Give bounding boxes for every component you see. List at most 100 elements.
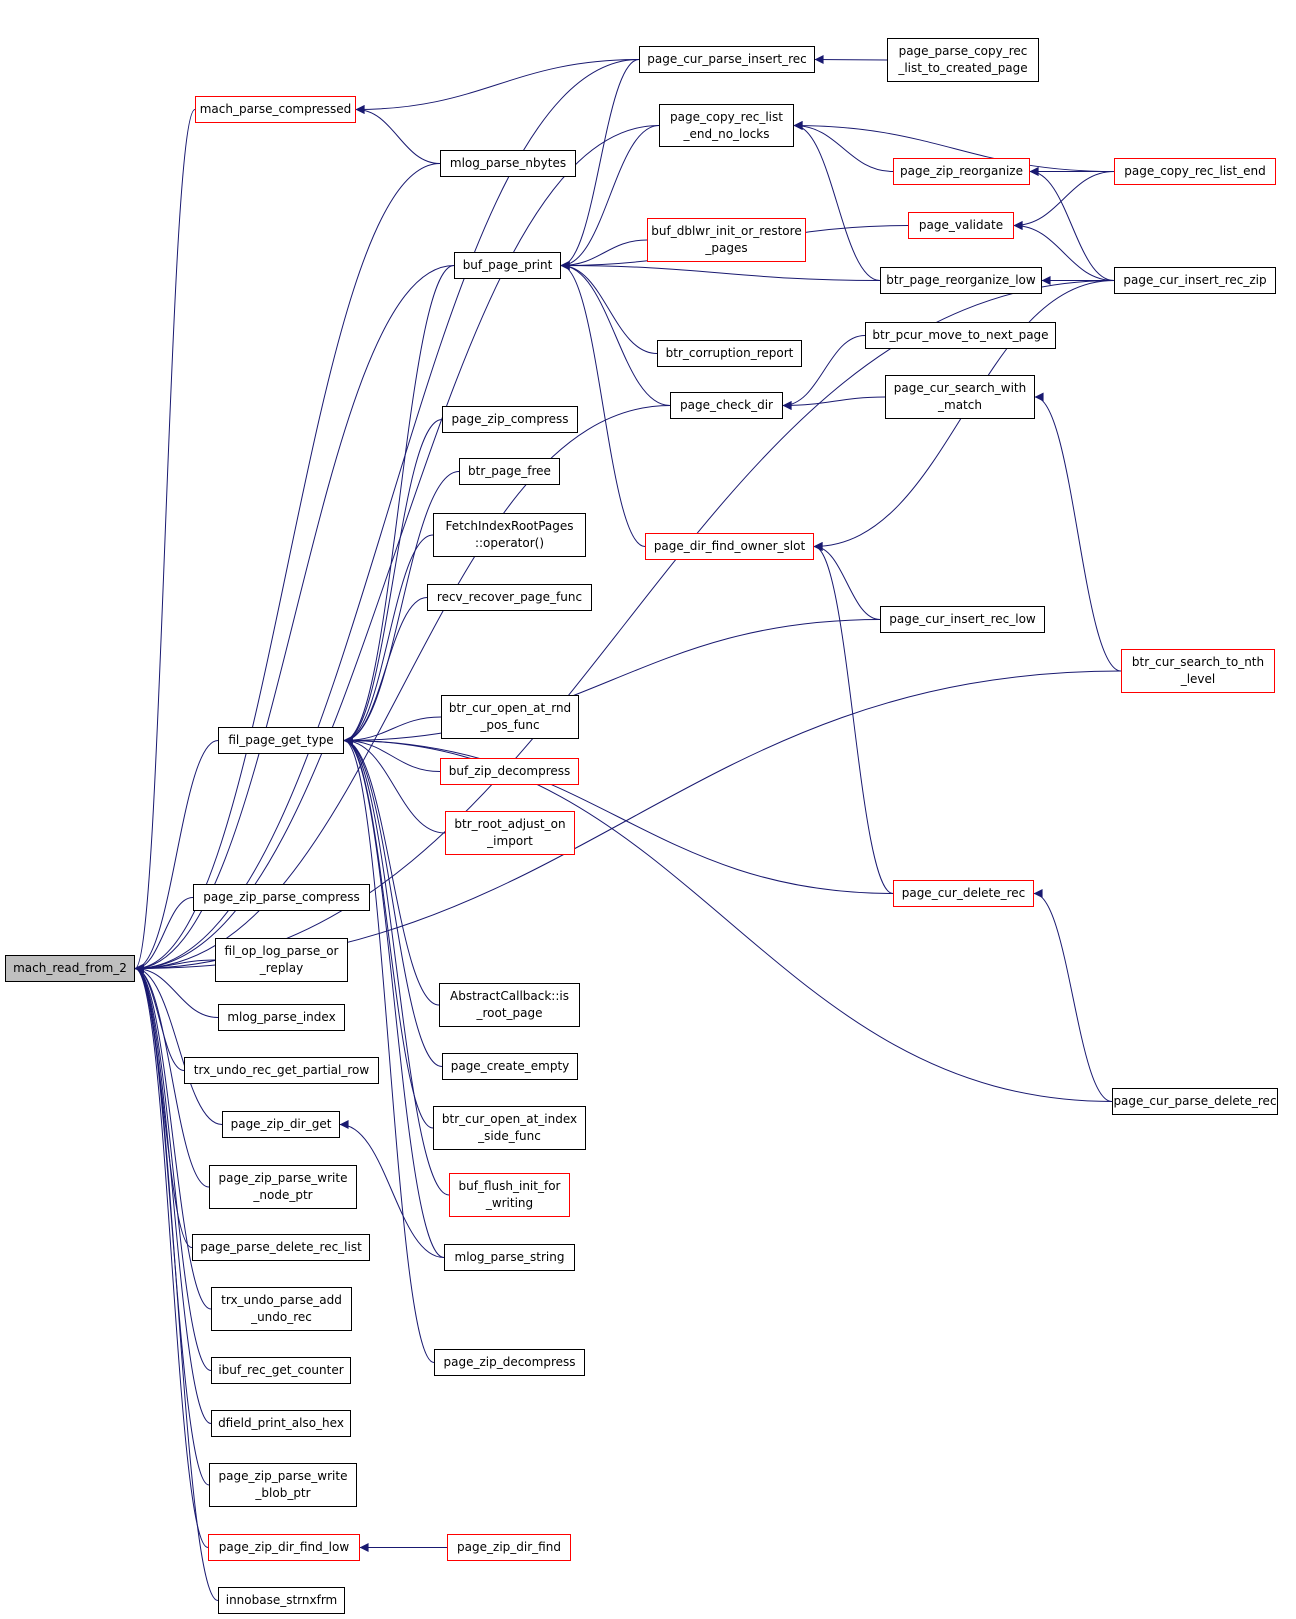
edge-page-cur-insert-rec-low-to-page-dir-find-owner-slot <box>813 542 881 620</box>
node-page-create-empty[interactable]: page_create_empty <box>442 1053 578 1080</box>
edge-page-cur-parse-insert-rec-to-mach-read-from-2 <box>134 59 640 973</box>
node-page-dir-find-owner-slot[interactable]: page_dir_find_owner_slot <box>645 533 814 560</box>
node-btr-cur-search-to-nth-level[interactable]: btr_cur_search_to_nth _level <box>1121 649 1275 693</box>
node-page-zip-dir-get[interactable]: page_zip_dir_get <box>222 1111 340 1138</box>
node-buf-flush-init-for-writing[interactable]: buf_flush_init_for _writing <box>449 1173 570 1217</box>
edge-page-cur-parse-insert-rec-to-mach-parse-compressed <box>355 59 640 114</box>
edge-innobase-strnxfrm-to-mach-read-from-2 <box>134 964 219 1601</box>
node-innobase-strnxfrm[interactable]: innobase_strnxfrm <box>218 1587 345 1614</box>
edge-btr-cur-search-to-nth-level-to-page-cur-search-with-match <box>1034 392 1122 672</box>
edge-page-zip-reorganize-to-page-copy-rec-list-end-no-locks <box>793 121 894 172</box>
edge-recv-recover-page-func-to-fil-page-get-type <box>343 597 428 745</box>
node-page-cur-search-with-match[interactable]: page_cur_search_with _match <box>885 375 1035 419</box>
edge-page-cur-delete-rec-to-fil-page-get-type <box>343 736 894 894</box>
node-page-parse-delete-rec-list[interactable]: page_parse_delete_rec_list <box>192 1234 370 1261</box>
node-buf-page-print[interactable]: buf_page_print <box>454 252 561 279</box>
edge-page-copy-rec-list-end-no-locks-to-buf-page-print <box>560 125 660 270</box>
node-page-zip-compress[interactable]: page_zip_compress <box>442 406 578 433</box>
edge-mlog-parse-string-to-fil-page-get-type <box>343 736 445 1258</box>
node-mlog-parse-string[interactable]: mlog_parse_string <box>444 1244 575 1271</box>
edge-btr-cur-search-to-nth-level-to-mach-read-from-2 <box>134 670 1122 973</box>
edge-page-cur-insert-rec-zip-to-page-zip-reorganize <box>1029 167 1115 281</box>
node-btr-page-free[interactable]: btr_page_free <box>459 458 560 485</box>
node-buf-dblwr-init[interactable]: buf_dblwr_init_or_restore _pages <box>647 218 806 262</box>
edge-fetch-index-root-pages-to-fil-page-get-type <box>343 534 434 745</box>
edge-abstract-callback-is-root-page-to-fil-page-get-type <box>343 736 440 1006</box>
edge-btr-pcur-move-to-next-page-to-page-check-dir <box>782 335 866 410</box>
edge-page-zip-decompress-to-fil-page-get-type <box>343 736 435 1363</box>
edge-buf-zip-decompress-to-fil-page-get-type <box>343 736 441 772</box>
node-fil-page-get-type[interactable]: fil_page_get_type <box>218 727 344 754</box>
node-page-cur-parse-delete-rec[interactable]: page_cur_parse_delete_rec <box>1112 1088 1278 1115</box>
node-btr-page-reorganize-low[interactable]: btr_page_reorganize_low <box>880 267 1042 294</box>
node-page-cur-delete-rec[interactable]: page_cur_delete_rec <box>893 880 1034 907</box>
edge-page-copy-rec-list-end-to-page-validate <box>1013 171 1115 230</box>
edge-page-zip-dir-get-to-mach-read-from-2 <box>134 964 223 1125</box>
edge-page-zip-dir-find-low-to-mach-read-from-2 <box>134 964 209 1548</box>
edge-btr-page-reorganize-low-to-page-copy-rec-list-end-no-locks <box>793 121 881 281</box>
edge-page-check-dir-to-buf-page-print <box>560 261 671 406</box>
edge-page-cur-parse-delete-rec-to-page-cur-delete-rec <box>1033 889 1113 1102</box>
node-buf-zip-decompress[interactable]: buf_zip_decompress <box>440 758 579 785</box>
edge-mlog-parse-index-to-mach-read-from-2 <box>134 964 219 1018</box>
edge-mlog-parse-string-to-page-zip-dir-get <box>339 1120 445 1258</box>
node-fil-op-log-parse-or-replay[interactable]: fil_op_log_parse_or _replay <box>215 938 348 982</box>
node-mach-read-from-2[interactable]: mach_read_from_2 <box>5 955 135 982</box>
edge-mlog-parse-nbytes-to-mach-parse-compressed <box>355 105 441 164</box>
node-page-check-dir[interactable]: page_check_dir <box>670 392 783 419</box>
edge-mach-parse-compressed-to-mach-read-from-2 <box>134 109 196 973</box>
edge-page-zip-compress-to-fil-page-get-type <box>343 419 443 745</box>
edge-mlog-parse-nbytes-to-mach-read-from-2 <box>134 163 441 973</box>
node-mlog-parse-index[interactable]: mlog_parse_index <box>218 1004 345 1031</box>
node-page-zip-reorganize[interactable]: page_zip_reorganize <box>893 158 1030 185</box>
edge-page-cur-search-with-match-to-page-check-dir <box>782 396 886 410</box>
node-btr-cur-open-at-rnd-pos-func[interactable]: btr_cur_open_at_rnd _pos_func <box>441 695 579 739</box>
node-page-copy-rec-list-end[interactable]: page_copy_rec_list_end <box>1114 158 1276 185</box>
node-btr-root-adjust-on-import[interactable]: btr_root_adjust_on _import <box>445 811 575 855</box>
edge-btr-corruption-report-to-buf-page-print <box>560 261 658 354</box>
node-ibuf-rec-get-counter[interactable]: ibuf_rec_get_counter <box>211 1357 351 1384</box>
edge-page-copy-rec-list-end-to-page-copy-rec-list-end-no-locks <box>793 121 1115 172</box>
node-page-cur-insert-rec-low[interactable]: page_cur_insert_rec_low <box>880 606 1045 633</box>
node-trx-undo-parse-add-undo-rec[interactable]: trx_undo_parse_add _undo_rec <box>211 1287 352 1331</box>
node-fetch-index-root-pages[interactable]: FetchIndexRootPages ::operator() <box>433 513 586 557</box>
node-trx-undo-rec-get-partial-row[interactable]: trx_undo_rec_get_partial_row <box>184 1057 379 1084</box>
node-btr-corruption-report[interactable]: btr_corruption_report <box>657 340 802 367</box>
edge-page-zip-parse-write-node-ptr-to-mach-read-from-2 <box>134 964 210 1188</box>
node-mlog-parse-nbytes[interactable]: mlog_parse_nbytes <box>440 150 576 177</box>
edge-page-cur-parse-insert-rec-to-buf-page-print <box>560 59 640 270</box>
edge-dfield-print-also-hex-to-mach-read-from-2 <box>134 964 212 1424</box>
node-mach-parse-compressed[interactable]: mach_parse_compressed <box>195 96 356 123</box>
edge-buf-dblwr-init-to-buf-page-print <box>560 239 648 270</box>
node-page-cur-insert-rec-zip[interactable]: page_cur_insert_rec_zip <box>1114 267 1276 294</box>
node-dfield-print-also-hex[interactable]: dfield_print_also_hex <box>211 1410 351 1437</box>
edge-page-cur-insert-rec-low-to-fil-page-get-type <box>343 619 881 745</box>
node-page-validate[interactable]: page_validate <box>908 212 1014 239</box>
node-page-zip-dir-find-low[interactable]: page_zip_dir_find_low <box>208 1534 360 1561</box>
edge-page-cur-parse-delete-rec-to-fil-page-get-type <box>343 736 1113 1102</box>
edge-ibuf-rec-get-counter-to-mach-read-from-2 <box>134 964 212 1371</box>
node-page-cur-parse-insert-rec[interactable]: page_cur_parse_insert_rec <box>639 46 815 73</box>
node-page-parse-copy-rec[interactable]: page_parse_copy_rec _list_to_created_pag… <box>887 38 1039 82</box>
node-page-zip-dir-find[interactable]: page_zip_dir_find <box>447 1534 571 1561</box>
node-btr-pcur-move-to-next-page[interactable]: btr_pcur_move_to_next_page <box>865 322 1056 349</box>
node-page-zip-parse-compress[interactable]: page_zip_parse_compress <box>193 884 370 911</box>
node-page-zip-parse-write-blob-ptr[interactable]: page_zip_parse_write _blob_ptr <box>209 1463 357 1507</box>
node-page-zip-decompress[interactable]: page_zip_decompress <box>434 1349 585 1376</box>
edge-page-dir-find-owner-slot-to-buf-page-print <box>560 261 646 547</box>
edge-fil-op-log-parse-or-replay-to-mach-read-from-2 <box>134 959 216 973</box>
edge-page-check-dir-to-mach-read-from-2 <box>134 405 671 973</box>
node-btr-cur-open-at-index-side-func[interactable]: btr_cur_open_at_index _side_func <box>433 1106 586 1150</box>
node-abstract-callback-is-root-page[interactable]: AbstractCallback::is _root_page <box>439 983 580 1027</box>
edge-fil-page-get-type-to-mach-read-from-2 <box>134 740 219 973</box>
edge-btr-page-reorganize-low-to-buf-page-print <box>560 261 881 281</box>
node-page-zip-parse-write-node-ptr[interactable]: page_zip_parse_write _node_ptr <box>209 1165 357 1209</box>
edge-page-parse-delete-rec-list-to-mach-read-from-2 <box>134 964 193 1248</box>
edge-trx-undo-parse-add-undo-rec-to-mach-read-from-2 <box>134 964 212 1310</box>
edge-page-create-empty-to-fil-page-get-type <box>343 736 443 1067</box>
edge-page-parse-copy-rec-to-page-cur-parse-insert-rec <box>814 55 888 65</box>
node-page-copy-rec-list-end-no-locks[interactable]: page_copy_rec_list _end_no_locks <box>659 104 794 147</box>
edge-btr-cur-open-at-rnd-pos-func-to-fil-page-get-type <box>343 716 442 745</box>
node-recv-recover-page-func[interactable]: recv_recover_page_func <box>427 584 592 611</box>
